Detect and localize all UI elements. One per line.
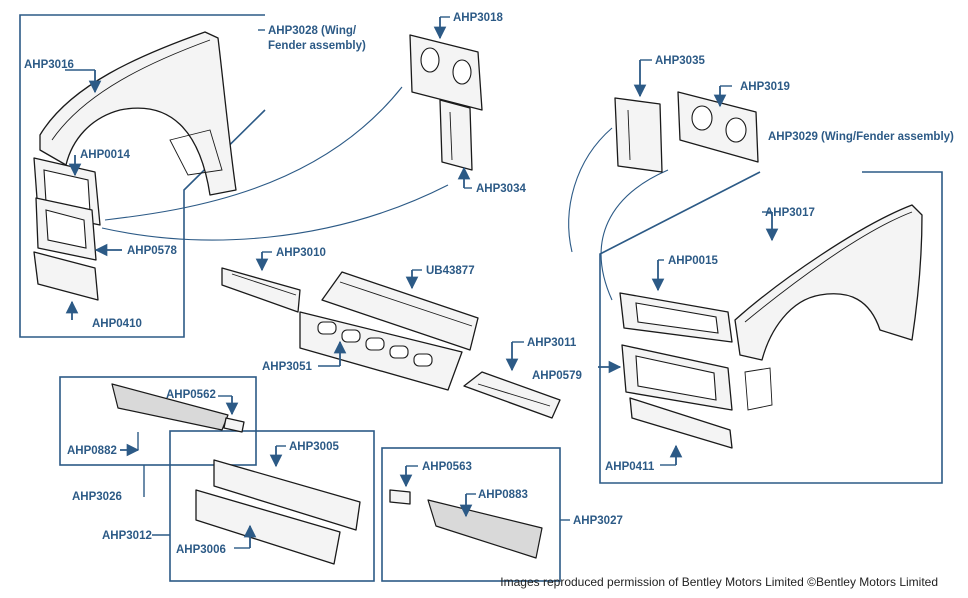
valance-ahp0411 (629, 397, 733, 449)
label-ahp3026: AHP3026 (72, 491, 122, 503)
label-ahp0563: AHP0563 (422, 461, 472, 473)
group-box-ahp3027 (381, 447, 561, 582)
assembly-line (104, 86, 403, 221)
bracket-ahp3034 (439, 99, 473, 171)
panel-ahp0883 (427, 499, 543, 559)
lamp-frame-ahp0579 (621, 344, 733, 411)
wing-part-ahp3016 (39, 31, 237, 196)
assembly-line (568, 127, 613, 253)
bracket-ahp3018 (409, 34, 483, 111)
lamp-frame-ahp0578 (35, 197, 97, 261)
label-ahp3010: AHP3010 (276, 247, 326, 259)
panel-ahp3006 (195, 489, 341, 565)
panel-ahp3010 (221, 267, 301, 313)
group-box-right-wing (599, 171, 943, 484)
copyright-credit: Images reproduced permission of Bentley … (500, 575, 938, 589)
valance-ahp0410 (33, 251, 99, 301)
label-ahp3005: AHP3005 (289, 441, 339, 453)
panel-ahp0563 (389, 489, 411, 505)
label-ahp0411: AHP0411 (605, 461, 655, 473)
headlamp-surround-ahp0015 (619, 292, 733, 343)
label-ahp0579: AHP0579 (532, 370, 582, 382)
label-ahp0882: AHP0882 (67, 445, 117, 457)
bracket-ahp3019 (677, 91, 759, 163)
label-ahp0015: AHP0015 (668, 255, 718, 267)
group-box-left-wing (19, 14, 266, 338)
label-ahp0578: AHP0578 (127, 245, 177, 257)
label-ahp3006: AHP3006 (176, 544, 226, 556)
label-ub43877: UB43877 (426, 265, 475, 277)
label-ahp3028-line1: AHP3028 (Wing/ (268, 25, 357, 37)
label-ahp0883: AHP0883 (478, 489, 528, 501)
assembly-line (101, 184, 449, 241)
label-ahp3016: AHP3016 (24, 59, 74, 71)
label-ahp3029: AHP3029 (Wing/Fender assembly) (768, 131, 954, 143)
assembly-line (600, 169, 669, 301)
panel-ahp3011 (463, 371, 561, 419)
label-ahp3012: AHP3012 (102, 530, 152, 542)
group-box-ahp3026 (59, 376, 257, 466)
panel-ahp3005 (213, 459, 361, 531)
panel-ahp0562 (223, 417, 245, 433)
label-ahp3035: AHP3035 (655, 55, 705, 67)
panel-ub43877 (321, 271, 479, 351)
group-box-ahp3012 (169, 430, 375, 582)
label-ahp3028-line2: Fender assembly) (268, 40, 366, 52)
label-ahp3017: AHP3017 (765, 207, 815, 219)
label-ahp3027: AHP3027 (573, 515, 623, 527)
panel-ahp0882 (111, 383, 229, 431)
panel-ahp3051 (299, 311, 463, 391)
label-ahp3019: AHP3019 (740, 81, 790, 93)
label-ahp3011: AHP3011 (527, 337, 577, 349)
label-ahp0014: AHP0014 (80, 149, 130, 161)
label-ahp3034: AHP3034 (476, 183, 526, 195)
label-ahp3051: AHP3051 (262, 361, 312, 373)
label-ahp0562: AHP0562 (166, 389, 216, 401)
label-ahp3018: AHP3018 (453, 12, 503, 24)
wing-part-ahp3017 (734, 204, 923, 411)
label-ahp0410: AHP0410 (92, 318, 142, 330)
bracket-ahp3035 (614, 97, 663, 173)
